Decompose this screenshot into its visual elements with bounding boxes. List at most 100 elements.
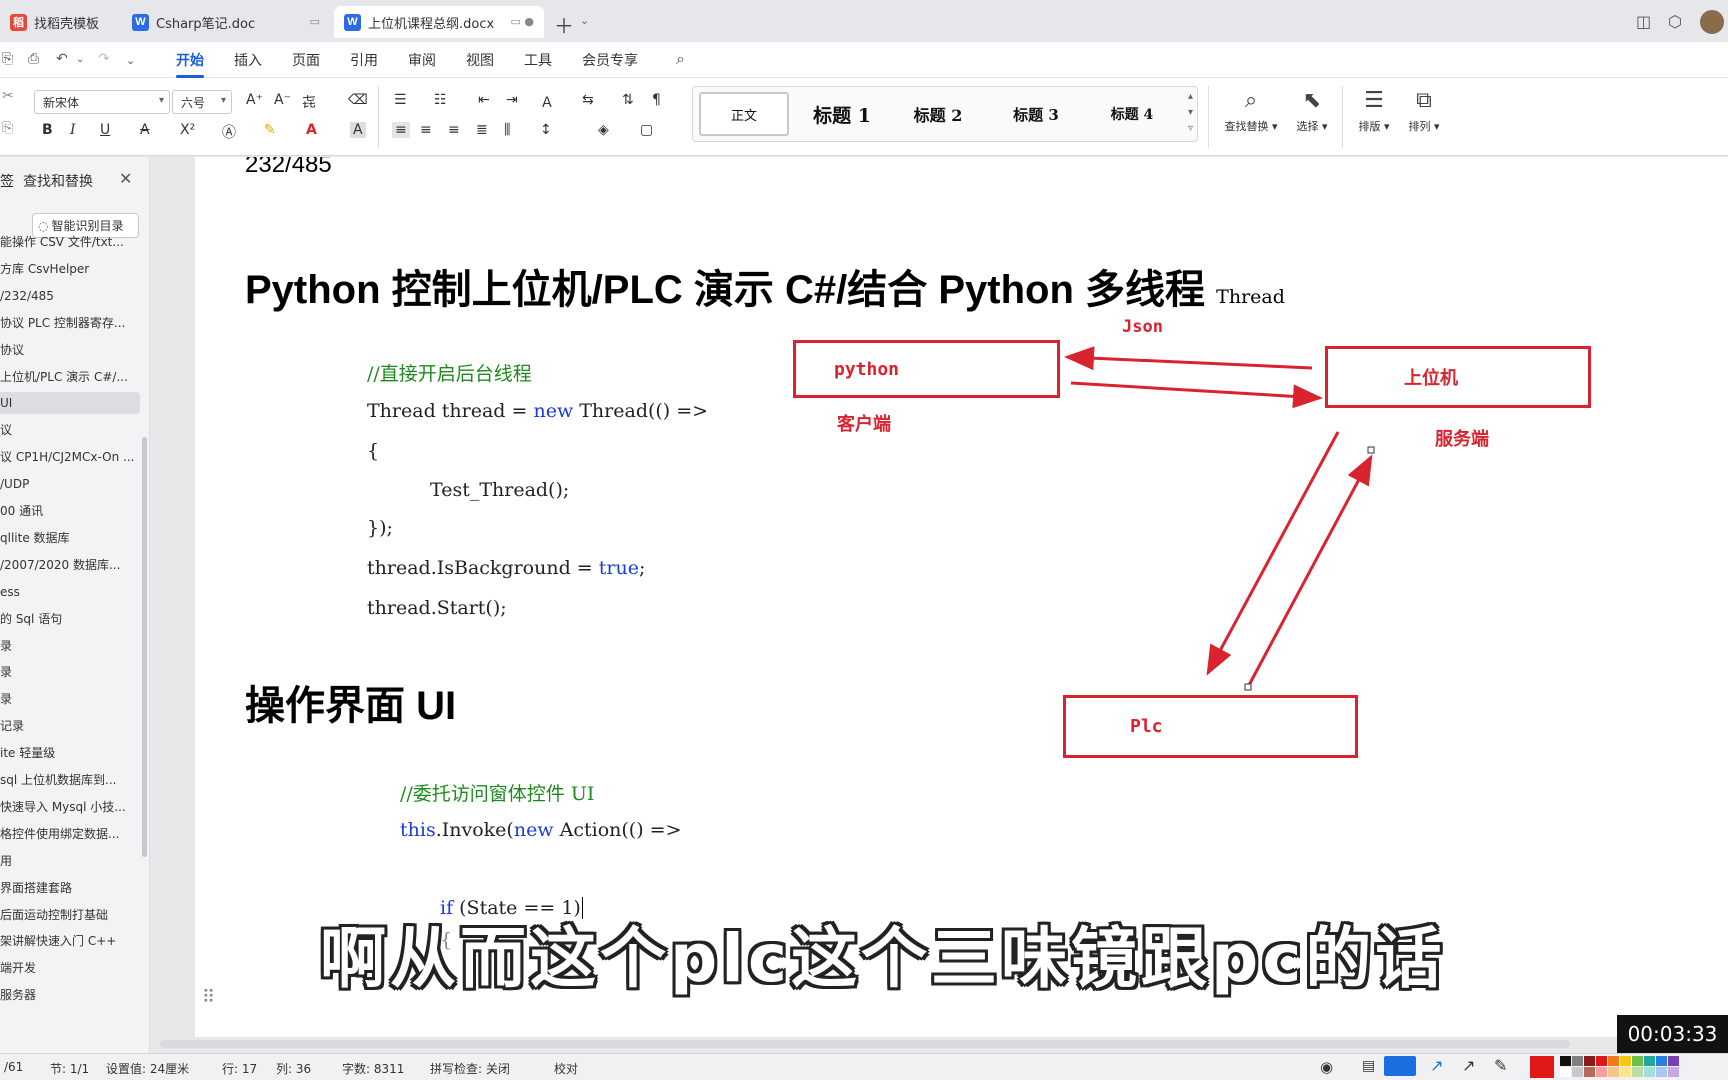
menu-review[interactable]: 审阅 [408, 53, 436, 69]
palette-swatch[interactable] [1668, 1067, 1679, 1077]
sidebar-outline-item[interactable]: 的 Sql 语句 [0, 611, 63, 626]
document-page[interactable]: 232/485 Python 控制上位机/PLC 演示 C#/结合 Python… [195, 157, 1728, 1037]
tab-course-outline[interactable]: W 上位机课程总纲.docx ▭ ● [334, 6, 544, 38]
diagram-host-box[interactable]: 上位机 [1325, 346, 1591, 408]
status-words[interactable]: 字数: 8311 [342, 1062, 405, 1076]
menu-view[interactable]: 视图 [466, 53, 494, 69]
sidebar-outline-item[interactable]: 快速导入 Mysql 小技... [0, 799, 126, 814]
palette-swatch[interactable] [1632, 1067, 1643, 1077]
avatar[interactable] [1700, 10, 1724, 34]
typeset-button[interactable]: ☰ 排版 ▾ [1352, 88, 1396, 134]
palette-swatch[interactable] [1584, 1056, 1595, 1066]
palette-swatch[interactable] [1560, 1067, 1571, 1077]
drag-handle-icon[interactable]: ⠿ [202, 987, 216, 1008]
select-button[interactable]: ⬉ 选择 ▾ [1290, 88, 1334, 134]
cut-icon[interactable]: ✂ [2, 88, 14, 104]
menu-member[interactable]: 会员专享 [582, 53, 638, 69]
bookmark-tab-icon[interactable]: 签 [0, 174, 14, 190]
sidebar-outline-item[interactable]: 议 CP1H/CJ2MCx-On ... [0, 450, 135, 465]
sidebar-outline-item[interactable]: 架讲解快速入门 C++ [0, 934, 117, 949]
phonetic-guide-icon[interactable]: 㐂 [302, 95, 316, 111]
underline-icon[interactable]: U [100, 122, 111, 138]
align-left-icon[interactable]: ≡ [392, 122, 410, 138]
status-spellcheck[interactable]: 拼写检查: 关闭 [430, 1062, 510, 1076]
format-painter-icon[interactable]: ⎘ [2, 120, 14, 136]
palette-swatch[interactable] [1560, 1056, 1571, 1066]
sidebar-outline-item[interactable]: 00 通讯 [0, 504, 44, 518]
sidebar-outline-item[interactable]: ite 轻量级 [0, 746, 56, 761]
sidebar-outline-item[interactable]: 录 [0, 638, 13, 653]
distribute-icon[interactable]: ⫼ [504, 122, 511, 138]
palette-swatch[interactable] [1608, 1067, 1619, 1077]
font-color-icon[interactable]: A [306, 122, 317, 138]
palette-swatch[interactable] [1644, 1067, 1655, 1077]
status-page[interactable]: /61 [4, 1060, 24, 1074]
sidebar-outline-item[interactable]: 端开发 [0, 961, 37, 976]
sidebar-outline-item[interactable]: 协议 PLC 控制器寄存... [0, 315, 126, 330]
palette-swatch[interactable] [1620, 1067, 1631, 1077]
strikethrough-icon[interactable]: A [140, 122, 150, 138]
palette-swatch[interactable] [1632, 1056, 1643, 1066]
palette-swatch[interactable] [1644, 1056, 1655, 1066]
bold-icon[interactable]: B [42, 122, 53, 138]
palette-swatch[interactable] [1656, 1056, 1667, 1066]
text-direction-icon[interactable]: Ａ [540, 95, 554, 111]
style-heading-1[interactable]: 标题 1 [813, 104, 871, 127]
sidebar-outline-item[interactable]: 后面运动控制打基础 [0, 907, 109, 922]
menu-home[interactable]: 开始 [176, 50, 204, 78]
swap-icon[interactable]: ⇆ [582, 92, 594, 108]
horizontal-scrollbar[interactable] [160, 1040, 1570, 1048]
style-heading-2[interactable]: 标题 2 [913, 106, 963, 125]
italic-icon[interactable]: I [70, 122, 76, 138]
border-icon[interactable]: ▢ [640, 122, 654, 138]
pen-tool-icon[interactable]: ✎ [1494, 1056, 1508, 1075]
palette-swatch[interactable] [1668, 1056, 1679, 1066]
increase-indent-icon[interactable]: ⇥ [506, 92, 518, 108]
redo-icon[interactable]: ↷ [98, 51, 110, 67]
shading-icon[interactable]: ◈ [598, 122, 609, 138]
sidebar-outline-item[interactable]: 界面搭建套路 [0, 880, 73, 895]
sidebar-outline-item[interactable]: qllite 数据库 [0, 530, 70, 545]
sidebar-title[interactable]: 查找和替换 [23, 174, 93, 190]
undo-dropdown-icon[interactable]: ⌄ [76, 54, 85, 65]
status-proof[interactable]: 校对 [554, 1062, 579, 1076]
sidebar-outline-item[interactable]: 录 [0, 665, 13, 680]
chevron-down-icon[interactable]: ▾ [1187, 107, 1193, 118]
palette-swatch[interactable] [1620, 1056, 1631, 1066]
undo-icon[interactable]: ↶ [56, 51, 68, 67]
search-icon[interactable]: ⌕ [676, 49, 685, 68]
sidebar-outline-item[interactable]: ess [0, 584, 20, 599]
text-effect-icon[interactable]: Ⓐ [222, 125, 236, 141]
sidebar-outline-item[interactable]: 记录 [0, 719, 25, 734]
shrink-font-icon[interactable]: A⁻ [274, 92, 291, 108]
sidebar-outline-item[interactable]: sql 上位机数据库到... [0, 773, 117, 787]
justify-icon[interactable]: ≣ [476, 122, 488, 138]
tab-docer-templates[interactable]: 稻 找稻壳模板 [0, 6, 118, 38]
sidebar-outline-item[interactable]: 能操作 CSV 文件/txt... [0, 235, 124, 249]
align-right-icon[interactable]: ≡ [448, 122, 460, 138]
sidebar-outline-item[interactable]: 上位机/PLC 演示 C#/... [0, 369, 128, 384]
eye-icon[interactable]: ◉ [1320, 1058, 1334, 1076]
pen-active-icon[interactable] [1384, 1056, 1416, 1076]
monitor-icon[interactable]: ▭ [309, 15, 320, 28]
menu-references[interactable]: 引用 [350, 53, 378, 69]
arrow-tool-icon[interactable]: ↗ [1430, 1056, 1444, 1075]
smart-toc-button[interactable]: ◌ 智能识别目录 [32, 213, 139, 238]
palette-swatch[interactable] [1608, 1056, 1619, 1066]
sidebar-outline-item[interactable]: 用 [0, 853, 13, 868]
font-name-select[interactable]: 新宋体 ▾ [34, 90, 170, 114]
style-heading-4[interactable]: 标题 4 [1110, 107, 1154, 123]
line-spacing-icon[interactable]: ↕ [540, 122, 552, 138]
diagram-python-box[interactable]: python [793, 340, 1060, 398]
sidebar-outline-item[interactable]: /2007/2020 数据库... [0, 557, 121, 572]
status-setting[interactable]: 设置值: 24厘米 [106, 1062, 190, 1076]
align-center-icon[interactable]: ≡ [420, 122, 432, 138]
chevron-up-icon[interactable]: ▴ [1187, 91, 1193, 102]
red-color-swatch[interactable] [1530, 1056, 1554, 1078]
palette-swatch[interactable] [1596, 1067, 1607, 1077]
more-chevron-icon[interactable]: ⌄ [126, 54, 136, 67]
style-heading-3[interactable]: 标题 3 [1013, 105, 1059, 124]
close-icon[interactable]: ✕ [119, 169, 133, 188]
menu-page[interactable]: 页面 [292, 53, 320, 69]
layout-toggle-icon[interactable]: ◫ [1636, 12, 1652, 31]
